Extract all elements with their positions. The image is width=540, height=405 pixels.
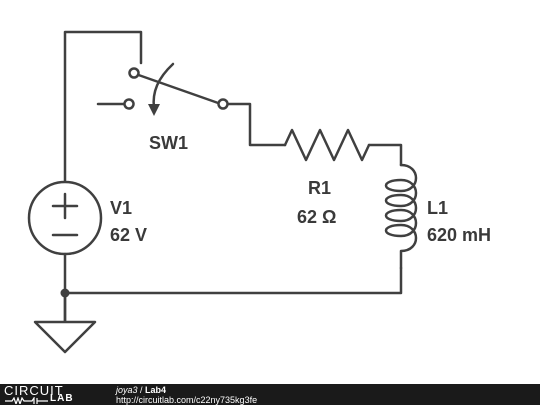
voltage-source-symbol — [27, 180, 103, 256]
logo-wire-icon — [5, 397, 48, 404]
inductor-value-label: 620 mH — [427, 225, 491, 245]
switch-arrow-head — [148, 104, 160, 116]
inductor-symbol — [384, 163, 418, 270]
source-value-label: 62 V — [110, 225, 147, 245]
breadcrumb: joya3 / Lab4 — [116, 385, 257, 395]
ground-symbol — [33, 320, 97, 354]
breadcrumb-separator: / — [137, 385, 146, 395]
logo-text-bottom: LAB — [50, 393, 74, 404]
logo-text-top: CIRCUIT — [4, 383, 64, 398]
resistor-name-label: R1 — [308, 178, 331, 198]
wire-bottom-return — [63, 266, 403, 295]
node-dot — [60, 288, 70, 298]
author-link[interactable]: joya3 — [116, 385, 138, 395]
schematic-canvas: SW1 V1 62 V R1 62 Ω L1 620 mH — [27, 30, 491, 354]
switch-to-resistor-wire — [226, 102, 287, 147]
circuit-url[interactable]: http://circuitlab.com/c22ny735kg3fe — [116, 395, 258, 405]
source-name-label: V1 — [110, 198, 132, 218]
circuit-title[interactable]: Lab4 — [145, 385, 167, 395]
circuit-schematic: SW1 V1 62 V R1 62 Ω L1 620 mH — [27, 30, 491, 354]
switch-terminal-common — [128, 67, 140, 79]
inductor-name-label: L1 — [427, 198, 448, 218]
circuitlab-logo[interactable]: CIRCUIT LAB — [4, 383, 92, 405]
footer-bar: CIRCUIT LAB joya3 / Lab4 http://circuitl… — [0, 383, 540, 405]
resistor-symbol — [283, 128, 371, 162]
resistor-to-inductor-wire — [367, 143, 403, 167]
wire-top-left — [63, 30, 143, 183]
resistor-value-label: 62 Ω — [297, 207, 336, 227]
circuit-meta: joya3 / Lab4 http://circuitlab.com/c22ny… — [116, 385, 257, 405]
switch-arm — [128, 70, 223, 106]
switch-terminal-a — [123, 98, 135, 110]
switch-name-label: SW1 — [149, 133, 188, 153]
switch-terminal-b — [217, 98, 229, 110]
